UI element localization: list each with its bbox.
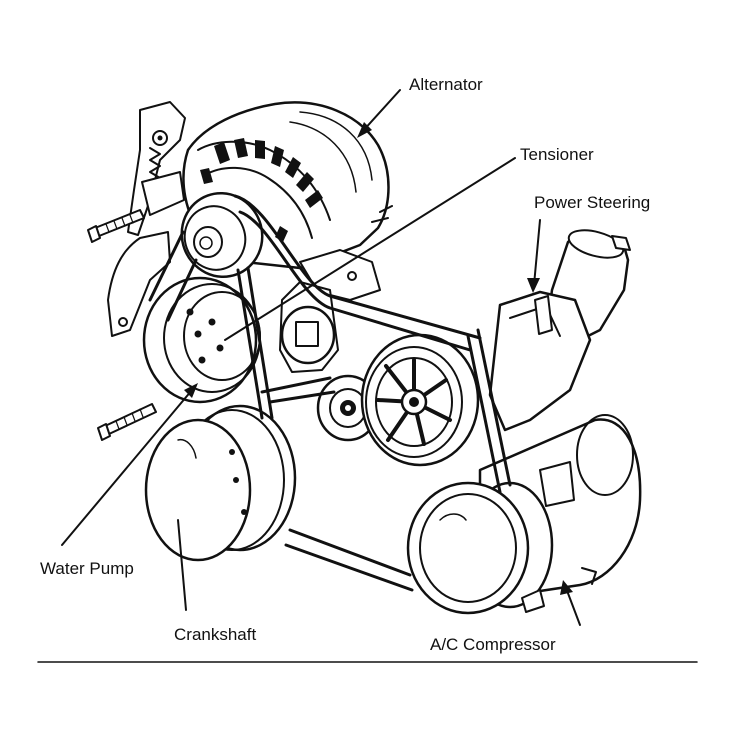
label-power-steering: Power Steering [534, 193, 650, 212]
label-alternator: Alternator [409, 75, 483, 94]
label-water-pump: Water Pump [40, 559, 134, 578]
power-steering-pump [360, 229, 631, 467]
crankshaft-pulley [144, 404, 297, 562]
label-ac-compressor: A/C Compressor [430, 635, 556, 654]
alternator [87, 101, 393, 337]
bolt-upper [87, 209, 145, 243]
callout-leaders [61, 89, 581, 626]
serpentine-belt [148, 194, 512, 592]
ac-compressor [406, 414, 642, 615]
label-crankshaft: Crankshaft [174, 625, 256, 644]
bolt-lower [97, 403, 157, 441]
label-tensioner: Tensioner [520, 145, 594, 164]
